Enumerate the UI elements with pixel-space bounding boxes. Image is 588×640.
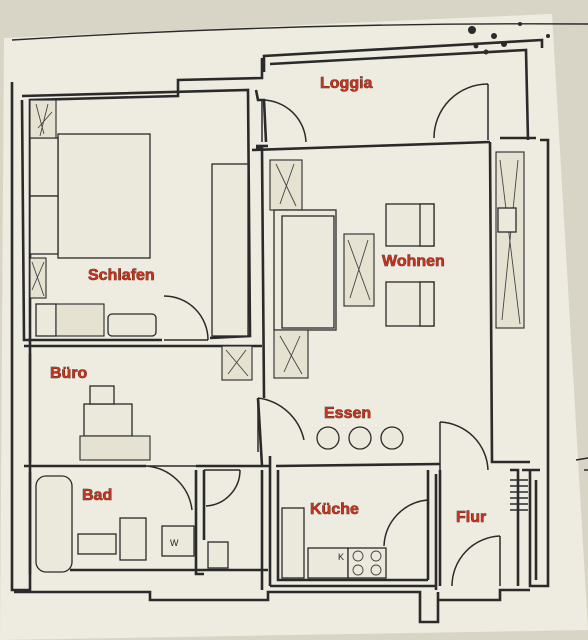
label-schlafen: Schlafen bbox=[88, 267, 155, 284]
exterior-walls bbox=[10, 38, 550, 624]
stove-mark: K bbox=[338, 552, 344, 562]
buero-furniture bbox=[79, 385, 305, 511]
flur-fixtures bbox=[451, 457, 588, 587]
label-flur: Flur bbox=[456, 509, 486, 526]
label-wohnen: Wohnen bbox=[382, 253, 445, 270]
wohnen-furniture bbox=[269, 151, 525, 379]
label-bad: Bad bbox=[82, 487, 112, 504]
interior-walls bbox=[20, 88, 536, 590]
top-border-line bbox=[11, 23, 588, 41]
label-buero: Büro bbox=[50, 365, 88, 382]
kueche-fixtures bbox=[281, 499, 429, 579]
ink-marks bbox=[468, 22, 550, 55]
room-labels: Loggia Schlafen Wohnen Büro Essen Bad Kü… bbox=[50, 75, 487, 562]
label-loggia: Loggia bbox=[320, 75, 373, 92]
label-kueche: Küche bbox=[310, 501, 359, 518]
bad-fixtures bbox=[35, 469, 241, 573]
label-essen: Essen bbox=[324, 405, 371, 422]
essen-table bbox=[316, 421, 489, 472]
loggia-doors bbox=[261, 83, 489, 143]
washer-mark: W bbox=[170, 538, 179, 548]
schlafen-furniture bbox=[29, 99, 253, 381]
